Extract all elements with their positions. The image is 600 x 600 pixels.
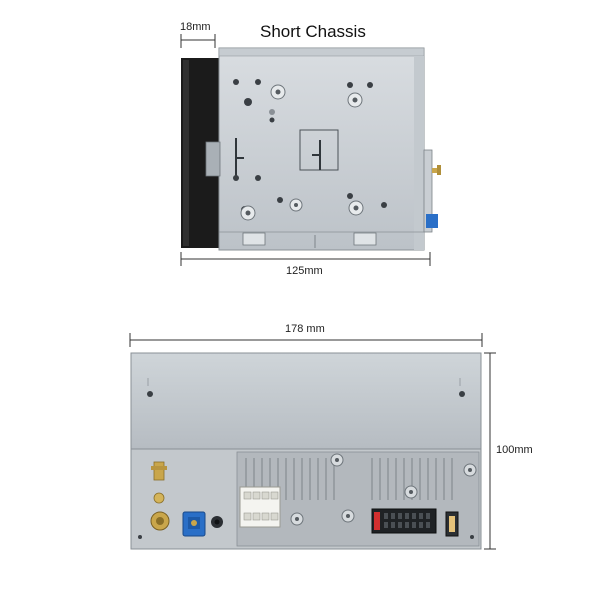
- chassis-depth-label: 125mm: [286, 265, 323, 277]
- antenna-connector-top: [151, 461, 167, 504]
- aux-jack: [211, 516, 223, 528]
- antenna-connector-large: [150, 511, 170, 531]
- width-label: 178 mm: [285, 323, 325, 335]
- faceplate-depth-label: 18mm: [180, 21, 211, 33]
- white-connector-block: [239, 486, 281, 528]
- main-harness-connector: [371, 508, 437, 534]
- blue-connector-side: [426, 214, 438, 228]
- rear-view-chassis: [129, 333, 496, 550]
- side-view-chassis: [180, 34, 441, 266]
- usb-port: [445, 511, 459, 537]
- rear-top-panel: [130, 352, 482, 450]
- page-title: Short Chassis: [260, 22, 366, 41]
- antenna-connector-side: [432, 168, 440, 173]
- height-label: 100mm: [496, 444, 533, 456]
- blue-connector: [182, 511, 206, 537]
